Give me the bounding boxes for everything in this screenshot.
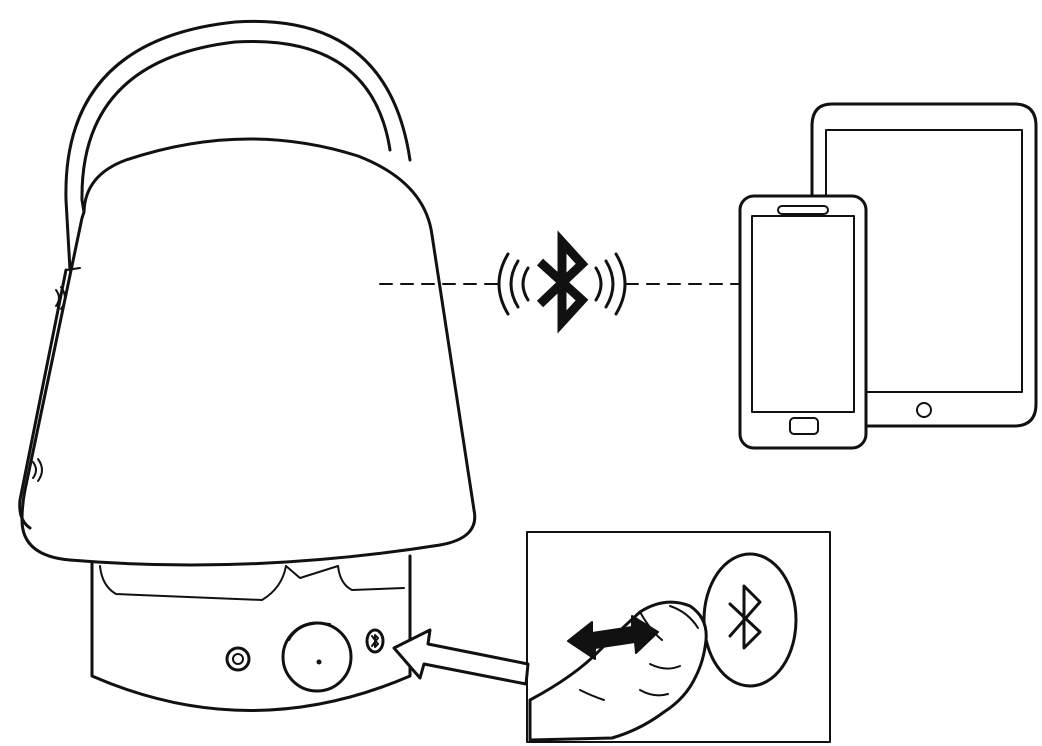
base-bluetooth-button [365,628,385,654]
inset-detail [526,531,831,743]
speaker-base [90,554,412,712]
lamp-handle [18,19,412,530]
bluetooth-button-icon [702,552,798,688]
bluetooth-signal [379,230,739,334]
lamp-shade [20,137,477,567]
speaker-lamp-icon [18,19,477,712]
left-sound-marks [32,286,66,482]
volume-knob [281,621,353,693]
smartphone-icon [738,194,868,450]
double-arrow-icon [567,615,659,660]
bluetooth-icon [536,230,589,334]
callout-arrow-icon [392,628,530,686]
port-icon [225,646,251,672]
